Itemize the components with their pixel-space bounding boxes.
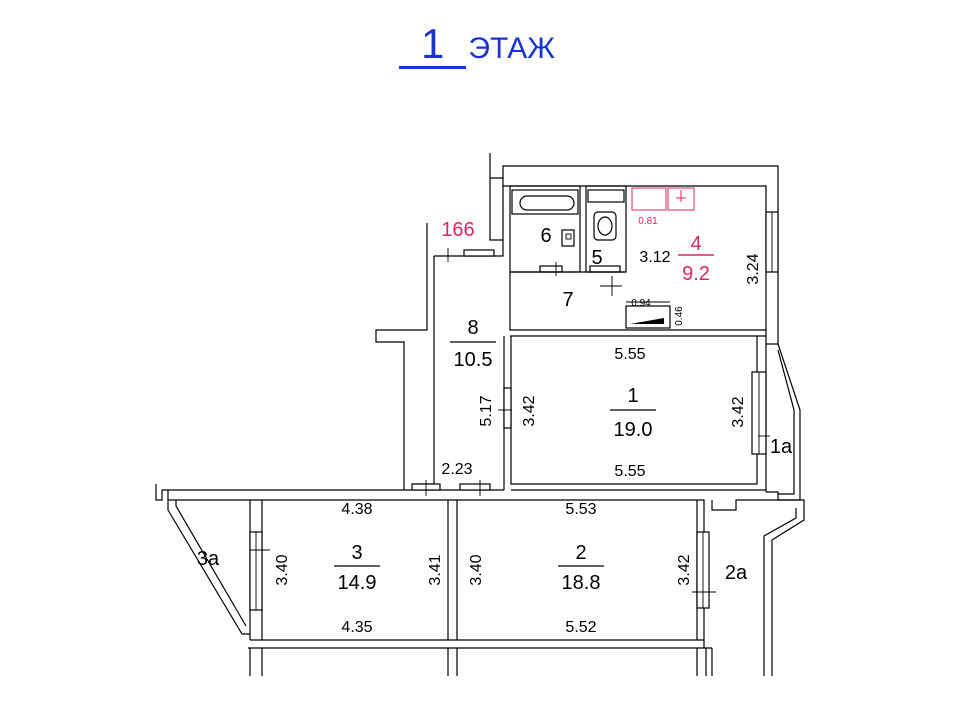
dim-552: 5.52	[565, 619, 596, 636]
dim-341: 3.41	[427, 554, 444, 585]
dim-553: 5.53	[565, 501, 596, 518]
dim-223: 2.23	[441, 461, 472, 478]
room-6-number: 6	[540, 225, 551, 247]
dim-046: 0.46	[674, 306, 685, 326]
room-4-number: 4	[690, 233, 701, 255]
dim-438: 4.38	[341, 501, 372, 518]
balcony-2a-label: 2а	[725, 562, 748, 584]
balcony-1a-label: 1а	[770, 436, 793, 458]
dimension-labels: 5.55 5.55 4.38 4.35 5.53 5.52 2.23 3.12 …	[274, 216, 762, 636]
bathroom-block	[509, 185, 671, 329]
room-8-area: 10.5	[454, 349, 493, 371]
dim-340-r2: 3.40	[468, 554, 485, 585]
floor-number: 1	[399, 22, 467, 69]
dim-081: 0.81	[638, 216, 658, 227]
balcony-3a-label: 3а	[197, 548, 220, 570]
marker-166-label: 166	[441, 219, 474, 241]
dim-555-top: 5.55	[614, 346, 645, 363]
toilet	[593, 211, 617, 241]
dim-340-r3: 3.40	[274, 554, 291, 585]
dim-342-r2: 3.42	[676, 554, 693, 585]
room-8-number: 8	[467, 317, 478, 339]
bathtub	[511, 189, 579, 215]
room-4-area: 9.2	[682, 263, 710, 285]
floor-word: ЭТАЖ	[468, 32, 555, 65]
room-3-number: 3	[351, 542, 362, 564]
marker-166	[440, 248, 456, 262]
vent-shaft	[625, 305, 671, 329]
dim-517: 5.17	[478, 395, 495, 426]
room-5-number: 5	[591, 247, 602, 269]
room-1-area: 19.0	[614, 419, 653, 441]
windows	[249, 211, 779, 611]
dim-324: 3.24	[745, 253, 762, 284]
kitchen-stove	[631, 187, 695, 211]
room-3-area: 14.9	[338, 572, 377, 594]
sink	[561, 229, 575, 247]
dim-342-r1-right: 3.42	[730, 396, 747, 427]
dim-435: 4.35	[341, 619, 372, 636]
room-7-number: 7	[562, 289, 573, 311]
balconies	[167, 343, 805, 676]
bathtub-basin	[519, 195, 575, 211]
room-2-number: 2	[575, 542, 586, 564]
area-fraction-bars	[334, 254, 714, 567]
dim-312: 3.12	[639, 249, 670, 266]
room-labels: 1 19.0 2 18.8 3 14.9 4 9.2 5 6 7 8 10.5 …	[197, 219, 793, 594]
dim-555-bottom: 5.55	[614, 463, 645, 480]
room-1-number: 1	[627, 385, 638, 407]
cistern	[587, 189, 625, 203]
dim-094: 0.94	[631, 298, 651, 309]
dim-342-r1-left: 3.42	[521, 395, 538, 426]
room-2-area: 18.8	[562, 572, 601, 594]
dimension-ticks	[250, 262, 770, 593]
doors	[411, 265, 621, 491]
